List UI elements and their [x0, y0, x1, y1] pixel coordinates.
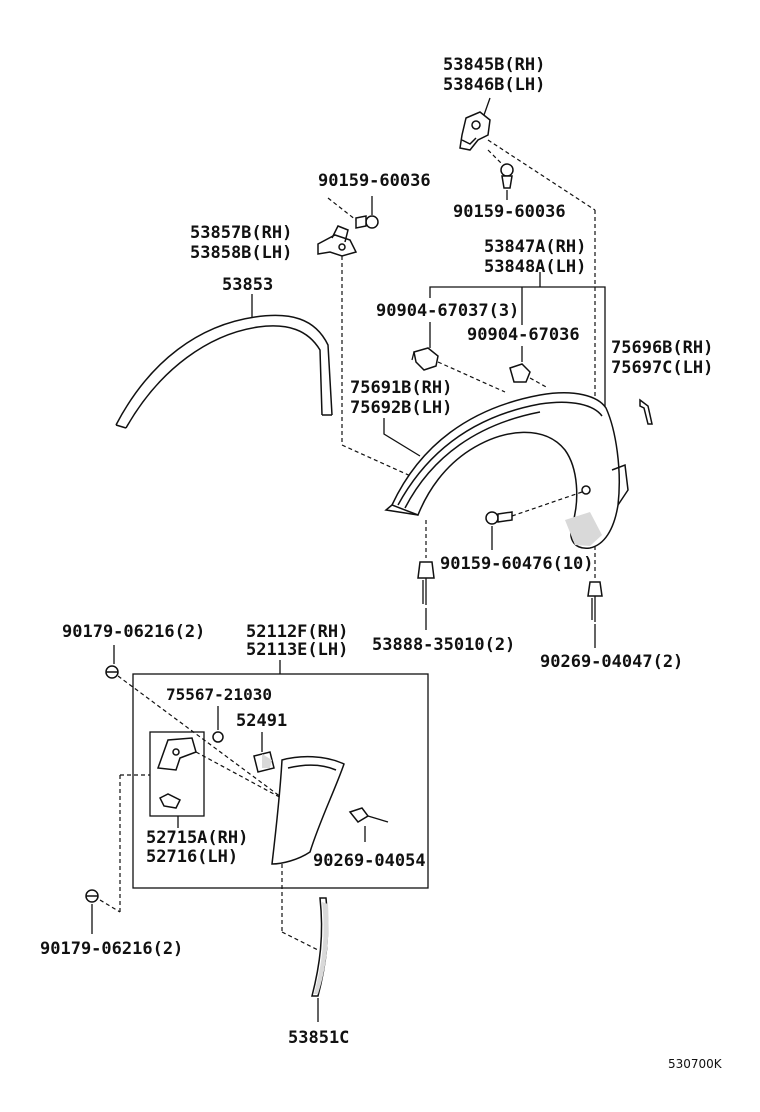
- label-90179-06216-b: 90179-06216(2): [40, 939, 183, 959]
- bracket-53857b-part: [317, 225, 358, 257]
- bolt-90159-60036-b-part: [500, 163, 514, 189]
- label-75567-21030: 75567-21030: [166, 685, 272, 704]
- bolt-90159-60036-a-part: [355, 215, 379, 229]
- clip-90904-67037-part: [411, 347, 439, 371]
- assembly-box-52112f: [132, 673, 429, 889]
- label-53846b: 53846B(LH): [443, 75, 545, 95]
- label-75697c: 75697C(LH): [611, 358, 713, 378]
- moulding-53851c-part: [311, 897, 329, 997]
- label-53848a: 53848A(LH): [484, 257, 586, 277]
- label-90159-60036-a: 90159-60036: [318, 171, 431, 191]
- nut-90179-06216-a-part: [105, 665, 119, 679]
- label-53853: 53853: [222, 275, 273, 295]
- leader-53845b: [483, 97, 491, 116]
- dash-left-to-flare: [341, 444, 416, 479]
- label-52715a: 52715A(RH): [146, 828, 248, 848]
- label-52112f: 52112F(RH): [246, 622, 348, 642]
- bracket-53845b-part: [459, 111, 491, 151]
- label-90159-60476: 90159-60476(10): [440, 554, 594, 574]
- label-90179-06216-a: 90179-06216(2): [62, 622, 205, 642]
- stud-90269-04047-part: [587, 581, 603, 622]
- label-90159-60036-b: 90159-60036: [453, 202, 566, 222]
- label-52113e: 52113E(LH): [246, 640, 348, 660]
- sub-box-52715a: [149, 731, 205, 817]
- mudguard-52112f-part: [271, 755, 345, 865]
- leader-75691b: [383, 418, 421, 457]
- dash-bracket-52715: [195, 751, 286, 801]
- dash-nut-b-bottom: [99, 899, 121, 913]
- dash-53851c-diag: [281, 931, 319, 951]
- nut-90179-06216-b-part: [85, 889, 99, 903]
- label-53857b: 53857B(RH): [190, 223, 292, 243]
- label-75691b: 75691B(RH): [350, 378, 452, 398]
- dash-bracket-53857-bolt: [327, 197, 357, 221]
- bolt-52715a-part: [158, 793, 182, 809]
- diagram-code: 530700K: [668, 1057, 723, 1071]
- screw-90159-60476-part: [485, 511, 513, 525]
- clip-75696b-part: [639, 398, 653, 425]
- dash-top-bracket-bolt: [487, 149, 503, 165]
- label-90269-04047: 90269-04047(2): [540, 652, 683, 672]
- label-53845b: 53845B(RH): [443, 55, 545, 75]
- label-53888-35010: 53888-35010(2): [372, 635, 515, 655]
- bracket-52715a-part: [156, 737, 197, 771]
- leader-53847a-group: [429, 286, 606, 420]
- dash-clip-a: [437, 361, 506, 393]
- dash-screw-90159-60476: [511, 491, 583, 517]
- label-53847a: 53847A(RH): [484, 237, 586, 257]
- label-90904-67037: 90904-67037(3): [376, 301, 519, 321]
- clip-75567-21030-part: [212, 731, 224, 743]
- clip-90904-67036-part: [509, 363, 531, 383]
- label-53851c: 53851C: [288, 1028, 349, 1048]
- clip-90269-04054-part: [348, 807, 389, 823]
- label-53858b: 53858B(LH): [190, 243, 292, 263]
- fender-flare-75691b-part: [384, 392, 629, 549]
- label-90269-04054: 90269-04054: [313, 851, 426, 871]
- stud-53888-35010-part: [417, 561, 435, 605]
- moulding-53853-part: [115, 314, 333, 429]
- clip-52491-part: [253, 751, 275, 773]
- dash-clip-b: [529, 377, 549, 389]
- dash-top-bracket-flare: [487, 139, 596, 211]
- label-75692b: 75692B(LH): [350, 398, 452, 418]
- label-52716: 52716(LH): [146, 847, 238, 867]
- label-90904-67036: 90904-67036: [467, 325, 580, 345]
- label-75696b: 75696B(RH): [611, 338, 713, 358]
- label-52491: 52491: [236, 711, 287, 731]
